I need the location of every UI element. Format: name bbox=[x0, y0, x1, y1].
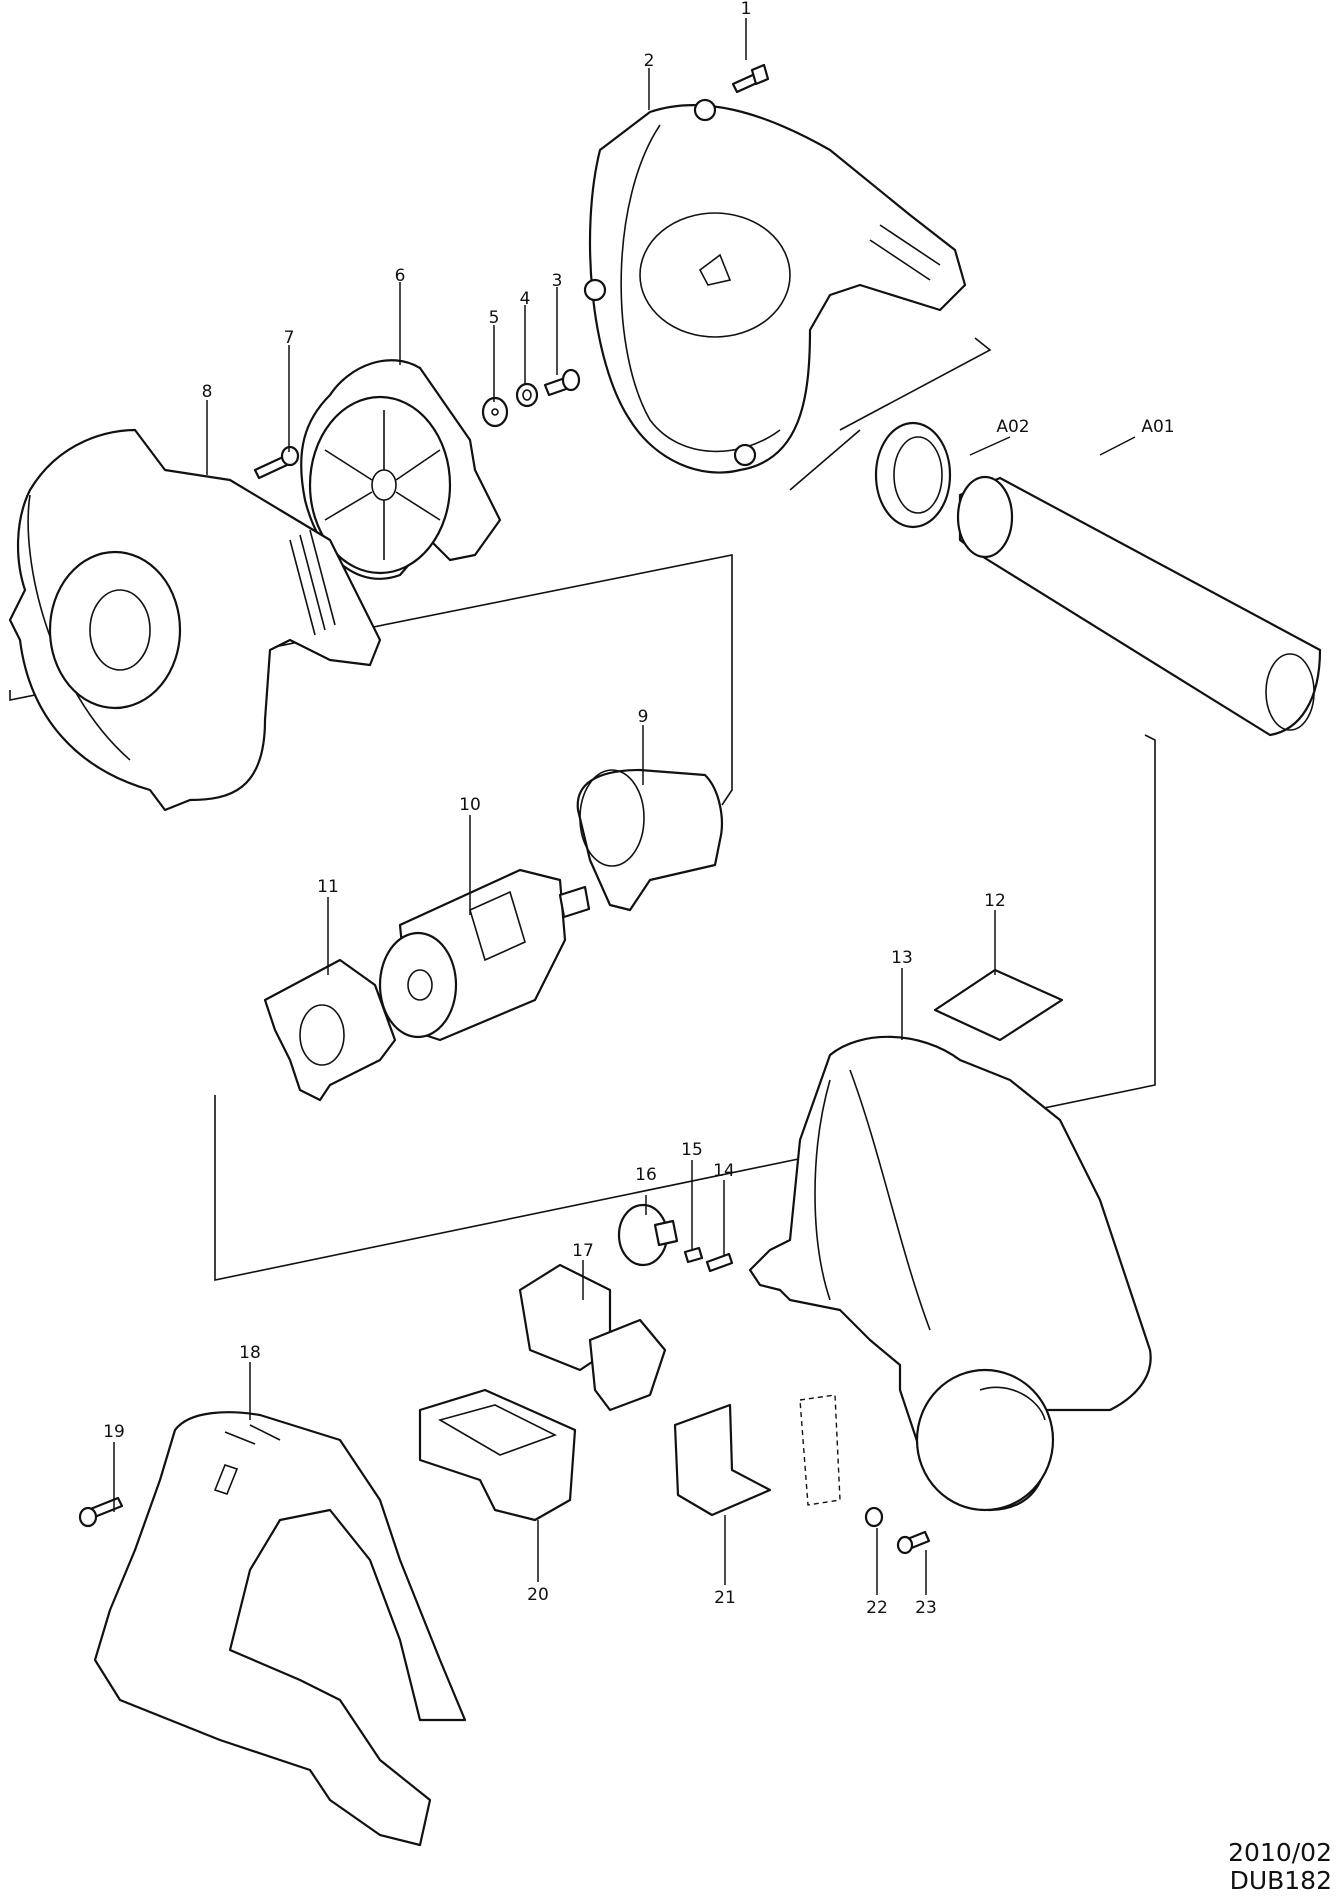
part-14-compression-spring bbox=[705, 1252, 734, 1273]
part-7-screw bbox=[253, 445, 300, 480]
part-16-speed-dial bbox=[617, 1203, 679, 1267]
label-part-21: 21 bbox=[714, 1588, 736, 1608]
assembly-frame-fan bbox=[9, 554, 733, 806]
part-20-terminal bbox=[418, 1388, 577, 1522]
part-8-fan-housing bbox=[8, 428, 382, 812]
label-part-5: 5 bbox=[489, 308, 500, 328]
label-part-22: 22 bbox=[866, 1598, 888, 1618]
part-13-housing-set bbox=[748, 1035, 1152, 1512]
label-part-18: 18 bbox=[239, 1343, 261, 1363]
part-6-fan bbox=[300, 359, 502, 580]
assembly-frame-motor bbox=[214, 734, 1156, 1281]
part-11-motor-cap bbox=[263, 958, 397, 1102]
label-part-8: 8 bbox=[202, 382, 213, 402]
label-part-12: 12 bbox=[984, 891, 1006, 911]
part-12-name-plate bbox=[933, 968, 1064, 1042]
assembly-frame-nozzle2 bbox=[789, 429, 861, 491]
part-a02-nozzle-ring bbox=[874, 421, 952, 529]
part-2-fan-housing-cover bbox=[583, 98, 967, 474]
leader-lines bbox=[113, 18, 1136, 1595]
label-part-1: 1 bbox=[741, 0, 752, 19]
part-23-bolt bbox=[896, 1530, 931, 1555]
label-part-2: 2 bbox=[644, 51, 655, 71]
part-a01-nozzle bbox=[956, 475, 1322, 737]
label-part-11: 11 bbox=[317, 877, 339, 897]
label-part-19: 19 bbox=[103, 1422, 125, 1442]
part-22-spring-washer bbox=[864, 1506, 884, 1528]
label-part-16: 16 bbox=[635, 1165, 657, 1185]
label-part-a01: A01 bbox=[1141, 417, 1174, 437]
label-part-17: 17 bbox=[572, 1241, 594, 1261]
part-15-pin bbox=[683, 1246, 704, 1264]
label-part-23: 23 bbox=[915, 1598, 937, 1618]
part-labels: 1 2 3 4 5 6 7 8 9 10 11 12 13 14 15 16 1… bbox=[103, 0, 1174, 1618]
part-21-hook bbox=[673, 1403, 772, 1517]
label-part-7: 7 bbox=[284, 328, 295, 348]
part-4-lock-washer bbox=[515, 382, 539, 408]
label-part-13: 13 bbox=[891, 948, 913, 968]
label-part-15: 15 bbox=[681, 1140, 703, 1160]
label-part-4: 4 bbox=[520, 289, 531, 309]
label-part-6: 6 bbox=[395, 266, 406, 286]
hidden-hook-outline bbox=[799, 1394, 841, 1506]
label-part-20: 20 bbox=[527, 1585, 549, 1605]
label-part-9: 9 bbox=[638, 707, 649, 727]
part-19-screw bbox=[78, 1496, 124, 1528]
label-part-14: 14 bbox=[713, 1161, 735, 1181]
label-part-3: 3 bbox=[552, 271, 563, 291]
label-part-a02: A02 bbox=[996, 417, 1029, 437]
part-9-motor-holder bbox=[576, 768, 723, 912]
part-5-flat-washer bbox=[481, 396, 509, 428]
model-number: DUB182 bbox=[1229, 1866, 1332, 1895]
part-3-bolt bbox=[543, 368, 581, 397]
part-10-dc-motor bbox=[378, 868, 591, 1042]
part-17-switch bbox=[518, 1263, 667, 1412]
drawing-date: 2010/02 bbox=[1228, 1838, 1332, 1867]
assembly-frame-nozzle bbox=[839, 337, 992, 431]
label-part-10: 10 bbox=[459, 795, 481, 815]
drawing-footer: 2010/02 DUB182 bbox=[1228, 1839, 1332, 1895]
part-1-screw bbox=[731, 63, 770, 94]
part-18-handle-cover bbox=[93, 1411, 467, 1847]
